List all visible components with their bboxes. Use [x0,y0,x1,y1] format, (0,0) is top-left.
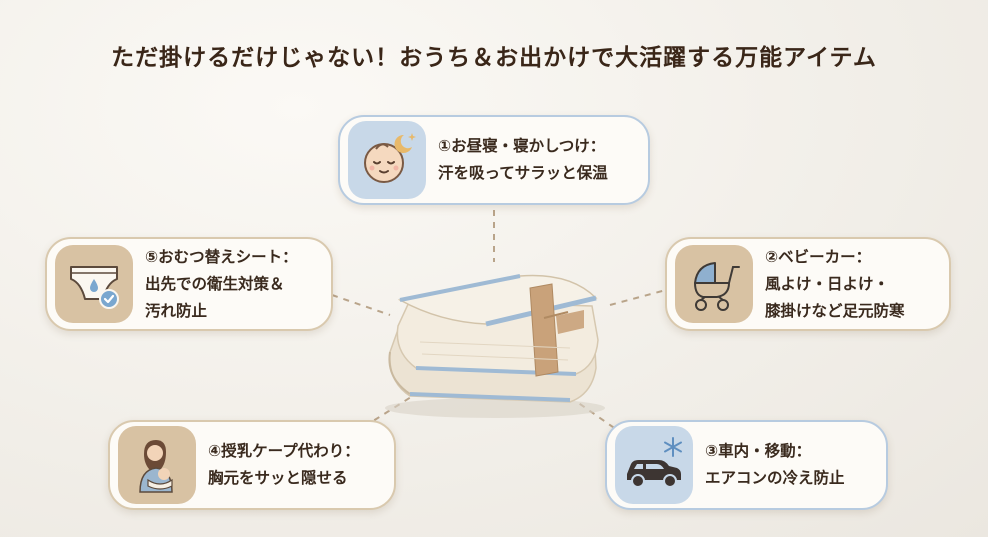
icon-box-diaper [55,245,133,323]
page-title: ただ掛けるだけじゃない！おうち＆お出かけで大活躍する万能アイテム [111,45,877,71]
icon-box-stroller [675,245,753,323]
card-diaper: ⑤おむつ替えシート： 出先での衛生対策＆ 汚れ防止 [45,237,333,331]
card-diaper-text: ⑤おむつ替えシート： 出先での衛生対策＆ 汚れ防止 [145,244,298,325]
card-nursing: ④授乳ケープ代わり： 胸元をサッと隠せる [108,420,396,510]
card-stroller-line2: 風よけ・日よけ・ [765,274,890,293]
connector-stroller [609,289,667,306]
connector-diaper [331,294,391,316]
card-car: ③車内・移動： エアコンの冷え防止 [605,420,888,510]
card-car-line2: エアコンの冷え防止 [705,469,845,487]
icon-box-nap [348,121,426,199]
nursing-mother-icon [139,440,173,493]
icon-box-car [615,426,693,504]
card-stroller-line1: ②ベビーカー： [765,247,872,266]
card-stroller-line3: 膝掛けなど足元防寒 [765,301,905,320]
folded-blanket-icon [385,274,605,418]
card-car-line1: ③車内・移動： [705,442,812,460]
card-stroller: ②ベビーカー： 風よけ・日よけ・ 膝掛けなど足元防寒 [665,237,951,331]
card-nap-line2: 汗を吸ってサラッと保温 [438,164,608,182]
card-diaper-line2: 出先での衛生対策＆ [145,274,285,293]
diaper-icon [70,266,119,309]
stroller-icon [694,262,740,311]
card-stroller-text: ②ベビーカー： 風よけ・日よけ・ 膝掛けなど足元防寒 [765,244,905,325]
card-nap-text: ①お昼寝・寝かしつけ： 汗を吸ってサラッと保温 [438,133,608,187]
card-car-text: ③車内・移動： エアコンの冷え防止 [705,438,845,492]
car-snowflake-icon [627,437,682,488]
card-nursing-text: ④授乳ケープ代わり： 胸元をサッと隠せる [208,438,360,492]
icon-box-nursing [118,426,196,504]
card-nursing-line2: 胸元をサッと隠せる [208,469,348,487]
card-nap-line1: ①お昼寝・寝かしつけ： [438,137,606,155]
card-diaper-line1: ⑤おむつ替えシート： [145,247,298,266]
card-nursing-line1: ④授乳ケープ代わり： [208,442,360,460]
sleeping-baby-icon [364,133,416,183]
card-diaper-line3: 汚れ防止 [145,301,208,320]
card-nap: ①お昼寝・寝かしつけ： 汗を吸ってサラッと保温 [338,115,650,205]
